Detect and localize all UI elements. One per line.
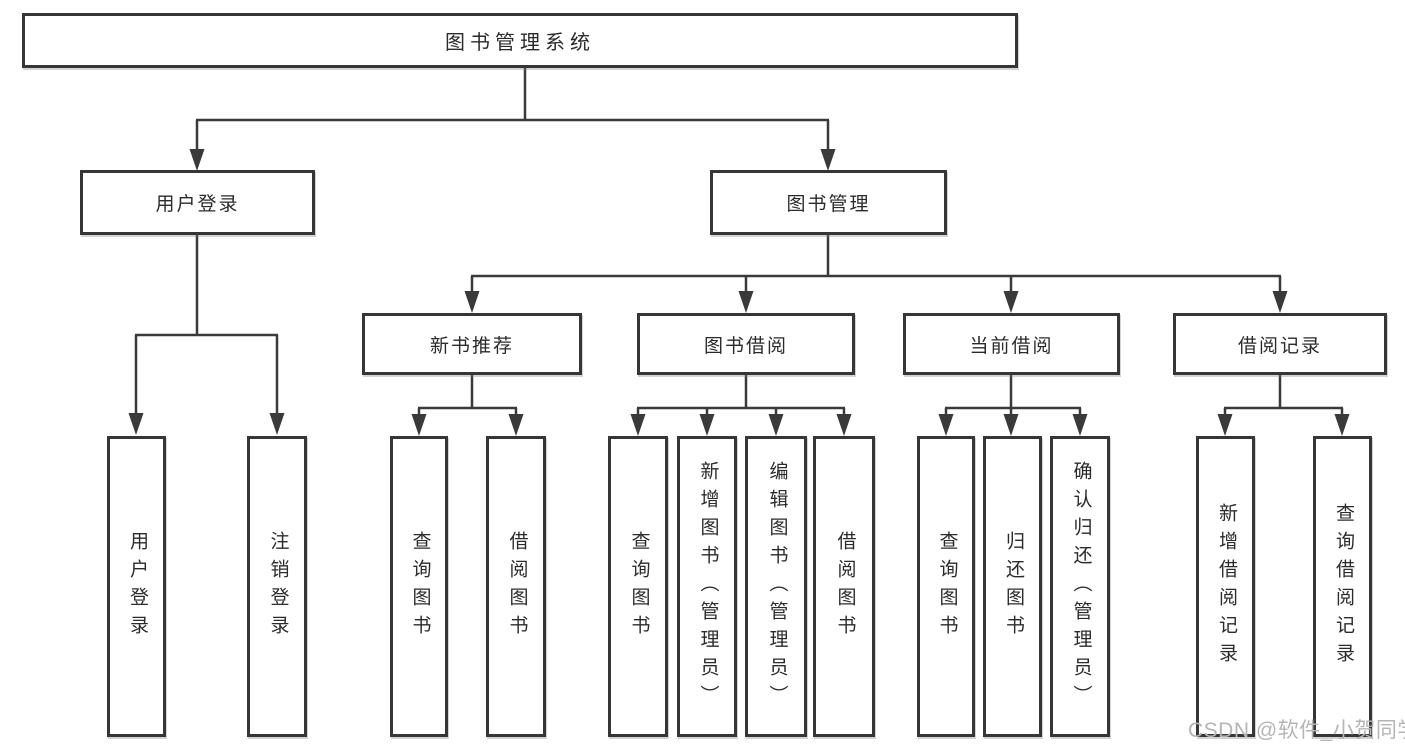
node-user-login: 用户登录 [80,170,315,235]
node-new-book-recommend: 新书推荐 [362,313,582,375]
leaf-add-borrow-record-label: 新增借阅记录 [1215,502,1237,671]
connector-current-borrow-children [938,374,1088,436]
leaf-return-book: 归还图书 [983,436,1042,737]
leaf-query-books-current-label: 查询图书 [936,530,958,643]
node-borrow-records: 借阅记录 [1173,313,1387,375]
node-root: 图书管理系统 [22,13,1018,68]
leaf-logout-label: 注销登录 [267,530,289,643]
connector-root-to-level2 [189,68,836,171]
connector-book-management-children [464,234,1288,313]
node-root-label: 图书管理系统 [445,32,595,54]
leaf-user-login-label: 用户登录 [126,530,148,643]
leaf-confirm-return-admin-label: 确认归还（管理员） [1070,460,1092,713]
leaf-edit-book-admin: 编辑图书（管理员） [745,436,807,737]
leaf-user-login: 用户登录 [107,436,166,737]
leaf-add-borrow-record: 新增借阅记录 [1196,436,1255,737]
connector-book-borrow-children [630,374,852,436]
node-user-login-label: 用户登录 [155,194,240,215]
leaf-query-borrow-record-label: 查询借阅记录 [1332,502,1354,671]
node-current-borrow: 当前借阅 [903,313,1120,375]
leaf-borrow-books: 借阅图书 [813,436,875,737]
leaf-query-borrow-record: 查询借阅记录 [1313,436,1372,737]
connector-borrow-records-children [1217,374,1350,436]
connector-new-book-children [411,374,524,436]
node-book-management-label: 图书管理 [786,194,871,215]
leaf-borrow-books-recommend: 借阅图书 [486,436,546,737]
leaf-borrow-books-recommend-label: 借阅图书 [506,530,528,643]
node-book-management: 图书管理 [710,170,947,235]
leaf-confirm-return-admin: 确认归还（管理员） [1050,436,1110,737]
node-book-borrow-label: 图书借阅 [703,335,788,357]
node-book-borrow: 图书借阅 [637,313,855,375]
leaf-query-books-recommend-label: 查询图书 [409,530,431,643]
node-borrow-records-label: 借阅记录 [1237,335,1322,357]
leaf-logout: 注销登录 [247,436,307,737]
leaf-query-books-current: 查询图书 [917,436,975,737]
leaf-edit-book-admin-label: 编辑图书（管理员） [766,460,788,713]
connector-user-login-children [128,234,285,435]
leaf-return-book-label: 归还图书 [1002,530,1024,643]
csdn-watermark: CSDN @软件_小贺同学 [1188,719,1405,742]
leaf-query-books-recommend: 查询图书 [390,436,448,737]
leaf-borrow-books-label: 借阅图书 [834,530,856,643]
node-new-book-recommend-label: 新书推荐 [429,335,514,357]
leaf-add-book-admin-label: 新增图书（管理员） [697,460,719,713]
leaf-query-books-borrow: 查询图书 [608,436,668,737]
leaf-add-book-admin: 新增图书（管理员） [677,436,737,737]
leaf-query-books-borrow-label: 查询图书 [628,530,650,643]
node-current-borrow-label: 当前借阅 [969,335,1054,357]
